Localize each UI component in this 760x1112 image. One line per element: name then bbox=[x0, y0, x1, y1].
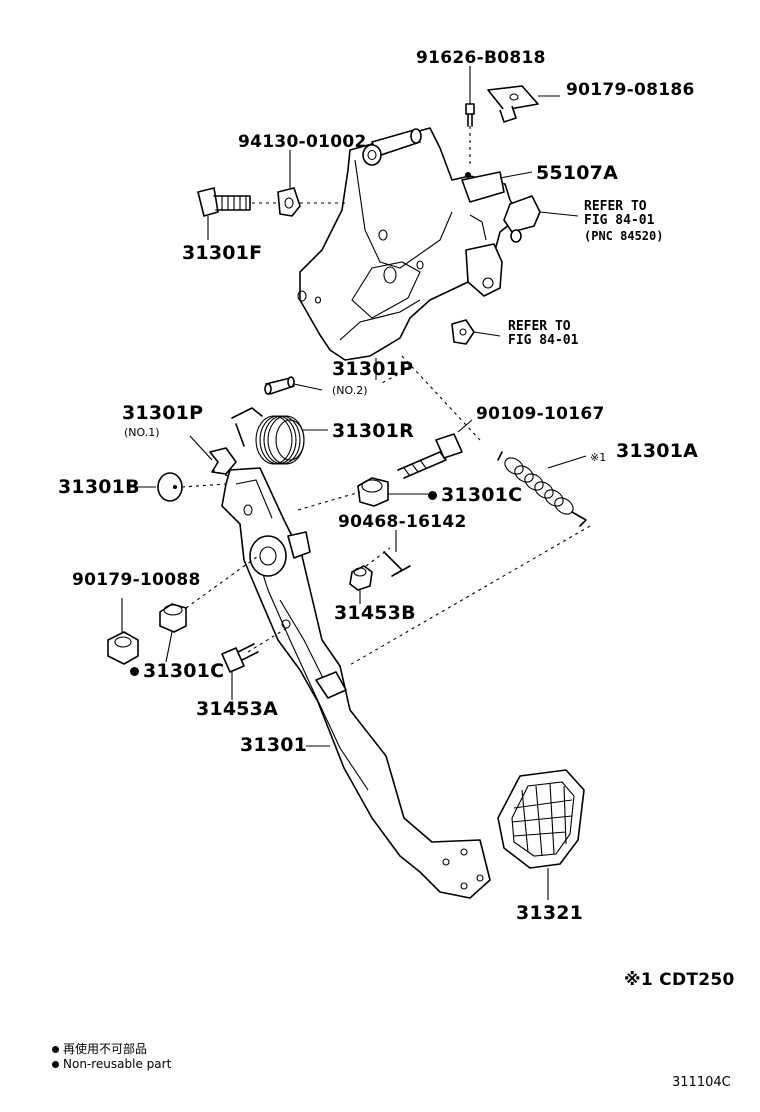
label-90179-10088: 90179-10088 bbox=[72, 570, 201, 590]
label-90109-10167: 90109-10167 bbox=[476, 404, 605, 424]
bolt-90109-drawing bbox=[397, 433, 463, 479]
label-31301P-left: 31301P bbox=[122, 402, 204, 424]
bolt-91626-drawing bbox=[465, 103, 475, 168]
bushing-31301C-left-drawing bbox=[159, 603, 187, 633]
leader-lines bbox=[121, 66, 587, 900]
label-91626-B0818: 91626-B0818 bbox=[416, 48, 546, 68]
pedal-arm-31301-drawing bbox=[221, 467, 491, 899]
bushing-31453B-drawing bbox=[349, 565, 373, 591]
label-pnc-84520: (PNC 84520) bbox=[584, 229, 664, 243]
label-31301F: 31301F bbox=[182, 242, 263, 264]
label-no1: (NO.1) bbox=[124, 426, 160, 439]
label-31301: 31301 bbox=[240, 734, 308, 756]
label-31301A-mark: ※1 bbox=[590, 451, 607, 464]
label-31453B: 31453B bbox=[334, 602, 416, 624]
spring-31301R-drawing bbox=[231, 407, 305, 465]
spring-31301A-drawing bbox=[497, 451, 587, 527]
label-31301C-right-text: 31301C bbox=[441, 484, 523, 506]
pedal-bracket-drawing bbox=[297, 127, 541, 361]
non-reusable-dot-icon bbox=[52, 1046, 59, 1053]
label-31321: 31321 bbox=[516, 902, 584, 924]
pedal-pad-31321-drawing bbox=[497, 769, 585, 869]
label-31301R: 31301R bbox=[332, 420, 414, 442]
bushing-31301C-right-drawing bbox=[357, 477, 389, 507]
legend-jp-text: 再使用不可部品 bbox=[63, 1042, 148, 1056]
legend-en: Non-reusable part bbox=[52, 1057, 171, 1071]
label-note-cdt250: ※1 CDT250 bbox=[624, 970, 735, 990]
non-reusable-dot-icon bbox=[52, 1061, 59, 1068]
collar-31301P-no1-drawing bbox=[209, 447, 237, 475]
connector-lines bbox=[185, 355, 591, 667]
label-31301P-top: 31301P bbox=[332, 358, 414, 380]
label-31301C-right: 31301C bbox=[428, 486, 522, 505]
label-fig-84-01-1: FIG 84-01 bbox=[584, 213, 655, 228]
non-reusable-dot-icon bbox=[428, 491, 437, 500]
bolt-31301F-drawing bbox=[197, 187, 348, 217]
bushing-31301B-drawing bbox=[157, 472, 227, 502]
label-refer-to-2: REFER TO bbox=[508, 319, 571, 334]
label-90179-08186: 90179-08186 bbox=[566, 80, 695, 100]
label-31301C-left-text: 31301C bbox=[143, 660, 225, 682]
nut-90179-10088-drawing bbox=[107, 631, 139, 665]
label-refer-to-1: REFER TO bbox=[584, 199, 647, 214]
label-90468-16142: 90468-16142 bbox=[338, 512, 467, 532]
nut-lower-refer-drawing bbox=[451, 319, 475, 345]
non-reusable-dot-icon bbox=[130, 667, 139, 676]
nut-90179-08186-drawing bbox=[487, 85, 539, 123]
label-31453A: 31453A bbox=[196, 698, 279, 720]
pin-31453A-drawing bbox=[221, 643, 259, 673]
label-31301B: 31301B bbox=[58, 476, 140, 498]
label-31301C-left: 31301C bbox=[130, 662, 224, 681]
legend-jp: 再使用不可部品 bbox=[52, 1040, 147, 1057]
collar-31301P-no2-drawing bbox=[264, 376, 295, 395]
legend-en-text: Non-reusable part bbox=[63, 1057, 172, 1071]
diagram-id: 311104C bbox=[672, 1075, 731, 1090]
label-94130-01002: 94130-01002 bbox=[238, 132, 367, 152]
label-no2: (NO.2) bbox=[332, 384, 368, 397]
label-55107A: 55107A bbox=[536, 162, 619, 184]
label-fig-84-01-2: FIG 84-01 bbox=[508, 333, 579, 348]
clip-90468-drawing bbox=[383, 551, 411, 577]
label-31301A: 31301A bbox=[616, 440, 699, 462]
